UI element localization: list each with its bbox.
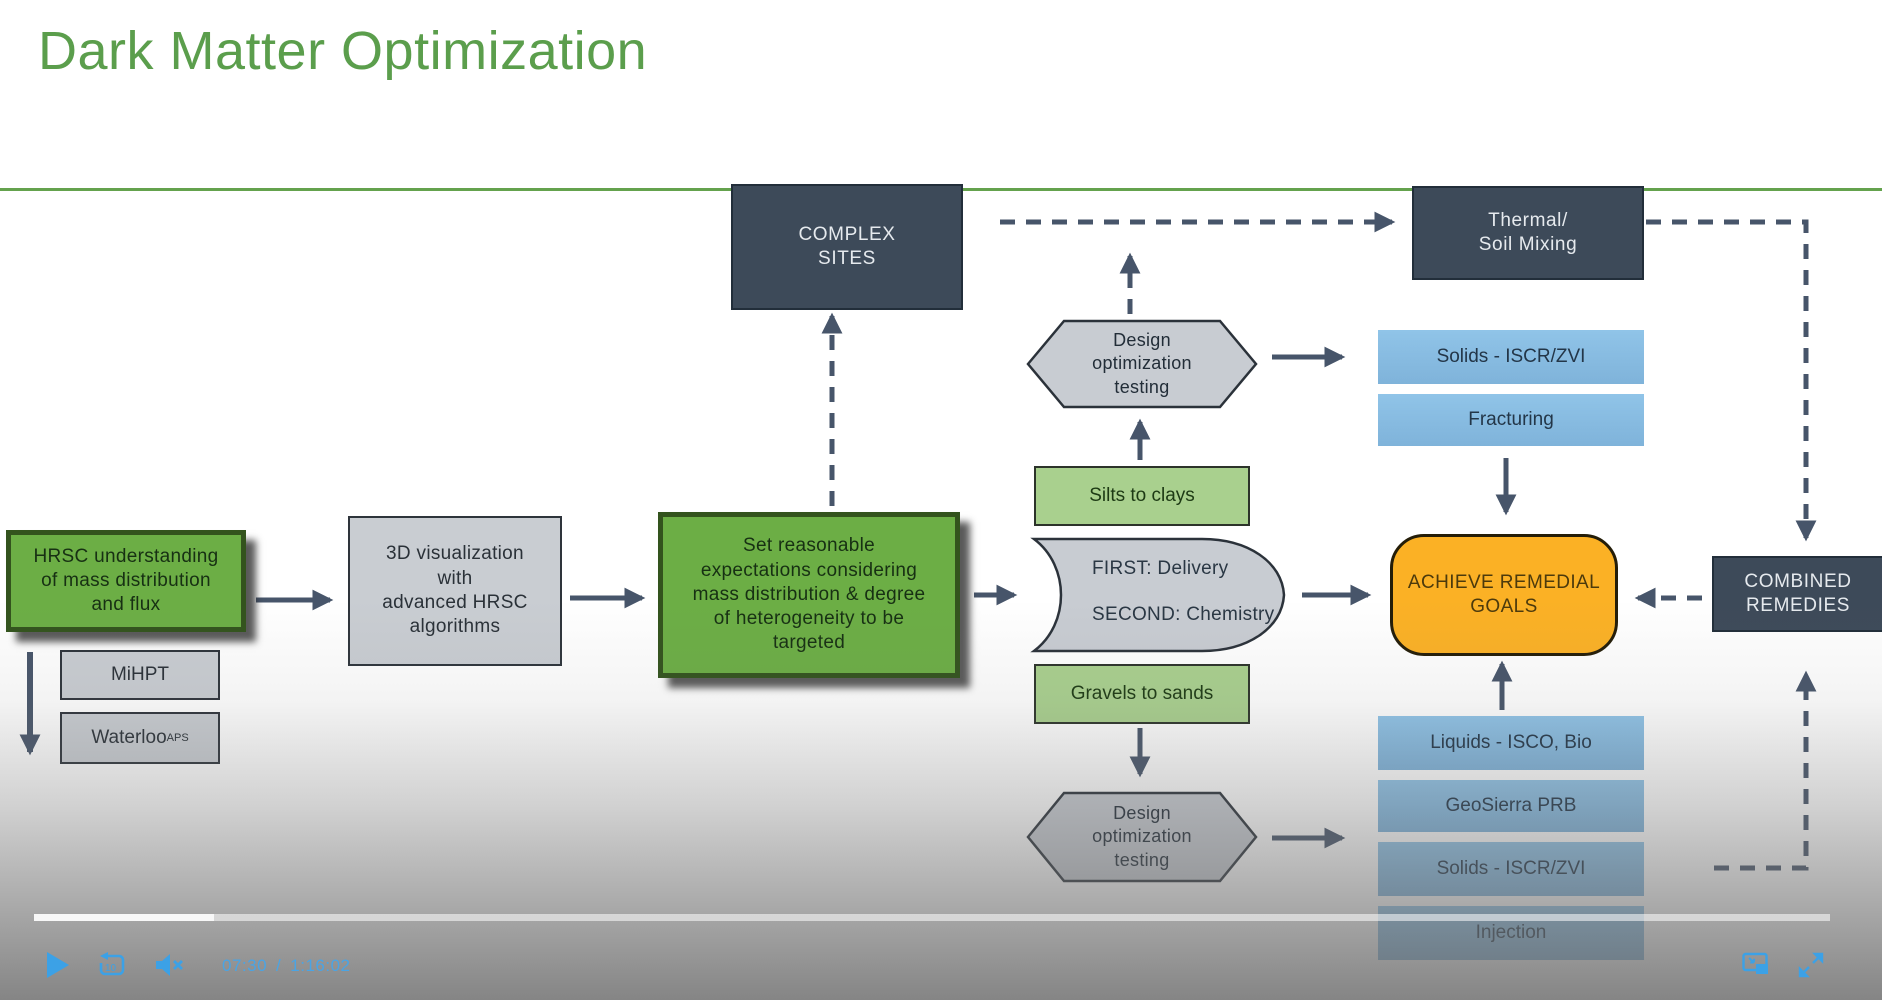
replay-10-button[interactable]: 10 — [96, 950, 128, 980]
node-fracturing: Fracturing — [1378, 394, 1644, 446]
node-complex-sites: COMPLEX SITES — [731, 184, 963, 310]
node-silts-to-clays: Silts to clays — [1034, 466, 1250, 526]
node-solids-iscr-zvi-top: Solids - ISCR/ZVI — [1378, 330, 1644, 384]
fullscreen-arrows-icon — [1798, 952, 1824, 978]
picture-in-picture-button[interactable] — [1740, 950, 1772, 978]
first-line: FIRST: Delivery — [1092, 558, 1229, 579]
node-combined-remedies: COMBINED REMEDIES — [1712, 556, 1882, 632]
time-display: 07:30 / 1:16:02 — [222, 956, 351, 976]
second-line: SECOND: Chemistry — [1092, 604, 1275, 625]
node-solids-iscr-zvi-bottom: Solids - ISCR/ZVI — [1378, 842, 1644, 896]
mute-button[interactable] — [152, 950, 186, 980]
node-set-reasonable-expectations: Set reasonable expectations considering … — [658, 512, 960, 678]
node-3d-visualization: 3D visualization with advanced HRSC algo… — [348, 516, 562, 666]
node-achieve-remedial-goals: ACHIEVE REMEDIAL GOALS — [1390, 534, 1618, 656]
slide-title: Dark Matter Optimization — [38, 21, 648, 81]
play-button[interactable] — [44, 950, 72, 980]
node-hrsc-understanding: HRSC understanding of mass distribution … — [6, 530, 246, 632]
progress-bar[interactable] — [34, 914, 1830, 921]
node-first-delivery-second-chemistry: FIRST: Delivery SECOND: Chemistry — [1026, 536, 1288, 654]
fullscreen-button[interactable] — [1796, 950, 1826, 980]
waterloo-label: Waterloo — [91, 727, 167, 748]
picture-in-picture-icon — [1742, 952, 1768, 974]
node-thermal-soil-mixing: Thermal/ Soil Mixing — [1412, 186, 1644, 280]
muted-volume-icon — [156, 954, 183, 976]
replay-10-icon: 10 — [99, 952, 125, 976]
ribbon-shape — [1030, 537, 1286, 653]
node-mihpt: MiHPT — [60, 650, 220, 700]
svg-text:10: 10 — [105, 963, 117, 974]
node-gravels-to-sands: Gravels to sands — [1034, 664, 1250, 724]
waterloo-superscript: APS — [166, 732, 189, 744]
time-separator: / — [276, 956, 282, 975]
play-icon — [47, 952, 69, 978]
progress-fill — [34, 914, 214, 921]
duration: 1:16:02 — [290, 956, 351, 975]
node-geosierra-prb: GeoSierra PRB — [1378, 780, 1644, 832]
current-time: 07:30 — [222, 956, 268, 975]
node-liquids-isco-bio: Liquids - ISCO, Bio — [1378, 716, 1644, 770]
